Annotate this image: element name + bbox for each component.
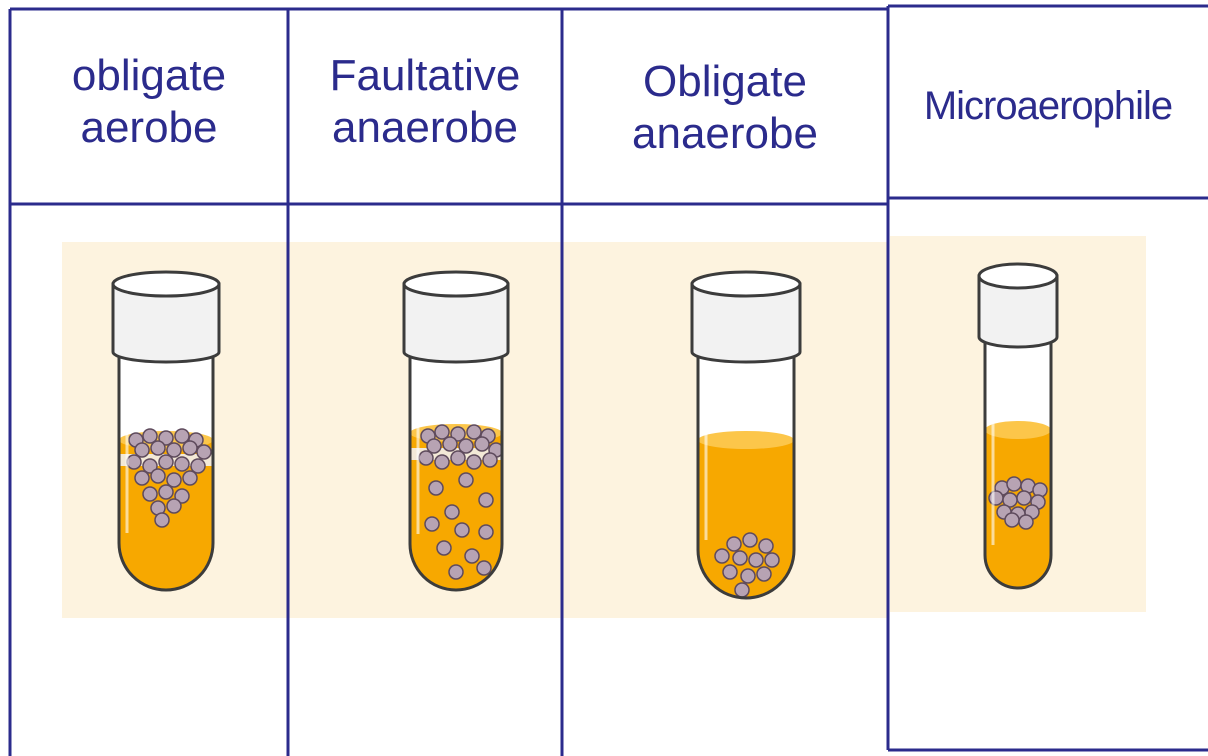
bacteria-colony <box>451 451 465 465</box>
bacteria-colony <box>757 567 771 581</box>
header-microaerophile: Microaerophile <box>888 80 1208 132</box>
header-facultative-anaerobe-line1: Faultative <box>288 50 562 102</box>
bacteria-colony <box>151 469 165 483</box>
bacteria-colony <box>419 451 433 465</box>
bacteria-colony <box>465 549 479 563</box>
bacteria-colony <box>723 565 737 579</box>
bacteria-colony <box>989 491 1003 505</box>
bacteria-colony <box>445 505 459 519</box>
bacteria-colony <box>443 437 457 451</box>
tube-cap <box>113 272 219 362</box>
bacteria-colony <box>459 473 473 487</box>
bacteria-colony <box>175 457 189 471</box>
bacteria-colony <box>759 539 773 553</box>
bacteria-colony <box>159 455 173 469</box>
bacteria-colony <box>151 441 165 455</box>
bacteria-colony <box>449 565 463 579</box>
bacteria-colony <box>135 471 149 485</box>
bacteria-colony <box>159 485 173 499</box>
bacteria-colony <box>741 569 755 583</box>
bacteria-colony <box>143 487 157 501</box>
header-facultative-anaerobe: Faultative anaerobe <box>288 50 562 154</box>
header-microaerophile-line1: Microaerophile <box>888 80 1208 132</box>
test-tube-obligate-anaerobe <box>692 272 800 603</box>
bacteria-colony <box>429 481 443 495</box>
tube-cap <box>692 272 800 362</box>
bacteria-colony <box>765 553 779 567</box>
header-obligate-aerobe: obligate aerobe <box>10 50 288 154</box>
bacteria-colony <box>183 471 197 485</box>
bacteria-colony <box>425 517 439 531</box>
test-tube-obligate-aerobe <box>113 272 219 595</box>
bacteria-colony <box>743 533 757 547</box>
bacteria-colony <box>455 523 469 537</box>
bacteria-colony <box>477 561 491 575</box>
bacteria-colony <box>735 583 749 597</box>
test-tube-facultative-anaerobe <box>404 272 508 595</box>
header-obligate-aerobe-line2: aerobe <box>10 102 288 154</box>
medium-surface <box>698 431 794 449</box>
bacteria-colony <box>183 441 197 455</box>
header-obligate-anaerobe-line2: anaerobe <box>562 108 888 160</box>
bacteria-colony <box>479 493 493 507</box>
bacteria-colony <box>727 537 741 551</box>
bacteria-colony <box>155 513 169 527</box>
bacteria-colony <box>1007 477 1021 491</box>
tube-cap <box>979 264 1057 347</box>
bacteria-colony <box>435 455 449 469</box>
bacteria-colony <box>749 553 763 567</box>
bacteria-colony <box>437 541 451 555</box>
header-facultative-anaerobe-line2: anaerobe <box>288 102 562 154</box>
bacteria-colony <box>715 549 729 563</box>
bacteria-colony <box>197 445 211 459</box>
bacteria-colony <box>167 499 181 513</box>
medium-surface <box>985 421 1051 439</box>
bacteria-colony <box>475 437 489 451</box>
bacteria-colony <box>467 455 481 469</box>
bacteria-colony <box>483 453 497 467</box>
test-tube-microaerophile <box>979 264 1057 593</box>
bacteria-colony <box>1017 491 1031 505</box>
bacteria-colony <box>127 455 141 469</box>
bacteria-colony <box>479 525 493 539</box>
bacteria-colony <box>1019 515 1033 529</box>
tube-cap <box>404 272 508 362</box>
bacteria-colony <box>733 551 747 565</box>
header-obligate-anaerobe: Obligate anaerobe <box>562 56 888 160</box>
header-obligate-anaerobe-line1: Obligate <box>562 56 888 108</box>
bacteria-colony <box>1005 513 1019 527</box>
header-obligate-aerobe-line1: obligate <box>10 50 288 102</box>
